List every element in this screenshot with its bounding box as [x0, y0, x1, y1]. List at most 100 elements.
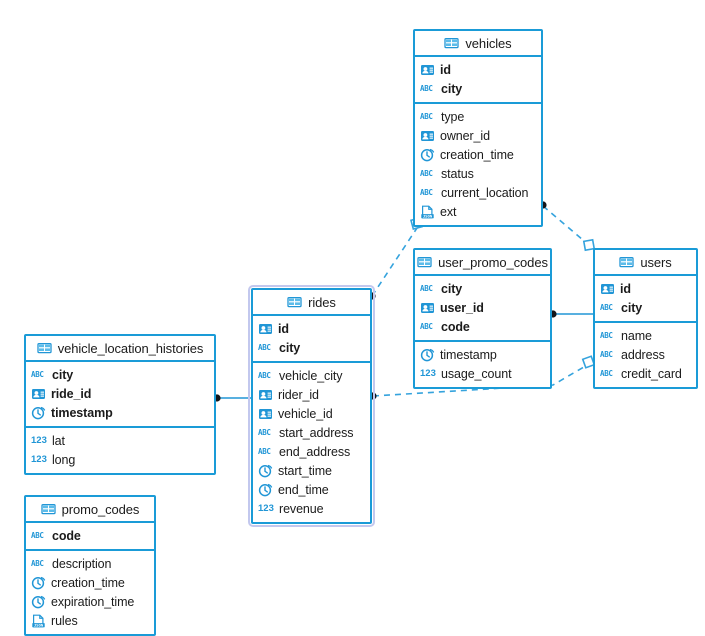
abc-text-icon: ABC: [31, 558, 44, 568]
entity-title: vehicle_location_histories: [57, 340, 204, 356]
table-grid-icon: [287, 295, 302, 309]
field-name: city: [441, 281, 463, 296]
entity-header[interactable]: user_promo_codes: [415, 250, 550, 276]
primary-key-field[interactable]: user_id: [415, 298, 550, 317]
table-field[interactable]: timestamp: [415, 345, 550, 364]
number-icon: 123: [420, 367, 436, 379]
table-field[interactable]: owner_id: [415, 126, 541, 145]
abc-text-icon: ABC: [31, 530, 44, 540]
entity-title: user_promo_codes: [438, 254, 548, 270]
field-name: id: [620, 281, 631, 296]
field-name: user_id: [440, 300, 484, 315]
table-field[interactable]: 123 usage_count: [415, 364, 550, 383]
table-field[interactable]: 123 lat: [26, 431, 214, 450]
relationship-vehicles-users: [539, 201, 596, 252]
field-name: city: [52, 367, 74, 382]
field-name: expiration_time: [51, 594, 135, 609]
entity-title: rides: [308, 294, 336, 310]
clock-icon: [258, 483, 273, 497]
primary-key-field[interactable]: ABC code: [26, 526, 154, 545]
field-name: lat: [52, 433, 65, 448]
primary-key-field[interactable]: id: [253, 319, 370, 338]
entity-header[interactable]: vehicle_location_histories: [26, 336, 214, 362]
entity-header[interactable]: promo_codes: [26, 497, 154, 523]
table-field[interactable]: creation_time: [26, 573, 154, 592]
id-card-icon: [258, 407, 273, 421]
field-name: revenue: [279, 501, 324, 516]
id-card-icon: [258, 322, 273, 336]
primary-key-field[interactable]: id: [415, 60, 541, 79]
primary-key-field[interactable]: id: [595, 279, 696, 298]
table-field[interactable]: expiration_time: [26, 592, 154, 611]
number-icon: 123: [31, 453, 47, 465]
entity-title: users: [640, 254, 672, 270]
entity-header[interactable]: rides: [253, 290, 370, 316]
primary-key-field[interactable]: timestamp: [26, 403, 214, 422]
table-field[interactable]: creation_time: [415, 145, 541, 164]
entity-title: promo_codes: [61, 501, 140, 517]
field-name: ride_id: [51, 386, 92, 401]
field-name: city: [441, 81, 463, 96]
entity-header[interactable]: users: [595, 250, 696, 276]
clock-icon: [420, 348, 435, 362]
table-field[interactable]: end_time: [253, 480, 370, 499]
abc-text-icon: ABC: [420, 111, 433, 121]
abc-text-icon: ABC: [420, 321, 433, 331]
table-field[interactable]: start_time: [253, 461, 370, 480]
svg-text:JSON: JSON: [34, 622, 44, 627]
field-name: timestamp: [51, 405, 113, 420]
number-icon: 123: [31, 434, 47, 446]
field-name: timestamp: [440, 347, 497, 362]
abc-text-icon: ABC: [600, 368, 613, 378]
field-name: end_time: [278, 482, 329, 497]
clock-icon: [31, 406, 46, 420]
table-field[interactable]: vehicle_id: [253, 404, 370, 423]
entity-header[interactable]: vehicles: [415, 31, 541, 57]
table-field[interactable]: rider_id: [253, 385, 370, 404]
abc-text-icon: ABC: [600, 330, 613, 340]
field-name: usage_count: [441, 366, 512, 381]
table-field[interactable]: 123 revenue: [253, 499, 370, 518]
id-card-icon: [420, 63, 435, 77]
abc-text-icon: ABC: [420, 187, 433, 197]
primary-key-field[interactable]: ride_id: [26, 384, 214, 403]
field-name: ext: [440, 204, 457, 219]
abc-text-icon: ABC: [258, 446, 271, 456]
abc-text-icon: ABC: [420, 168, 433, 178]
field-name: creation_time: [440, 147, 514, 162]
abc-text-icon: ABC: [258, 370, 271, 380]
number-icon: 123: [258, 502, 274, 514]
field-name: creation_time: [51, 575, 125, 590]
field-name: code: [52, 528, 81, 543]
